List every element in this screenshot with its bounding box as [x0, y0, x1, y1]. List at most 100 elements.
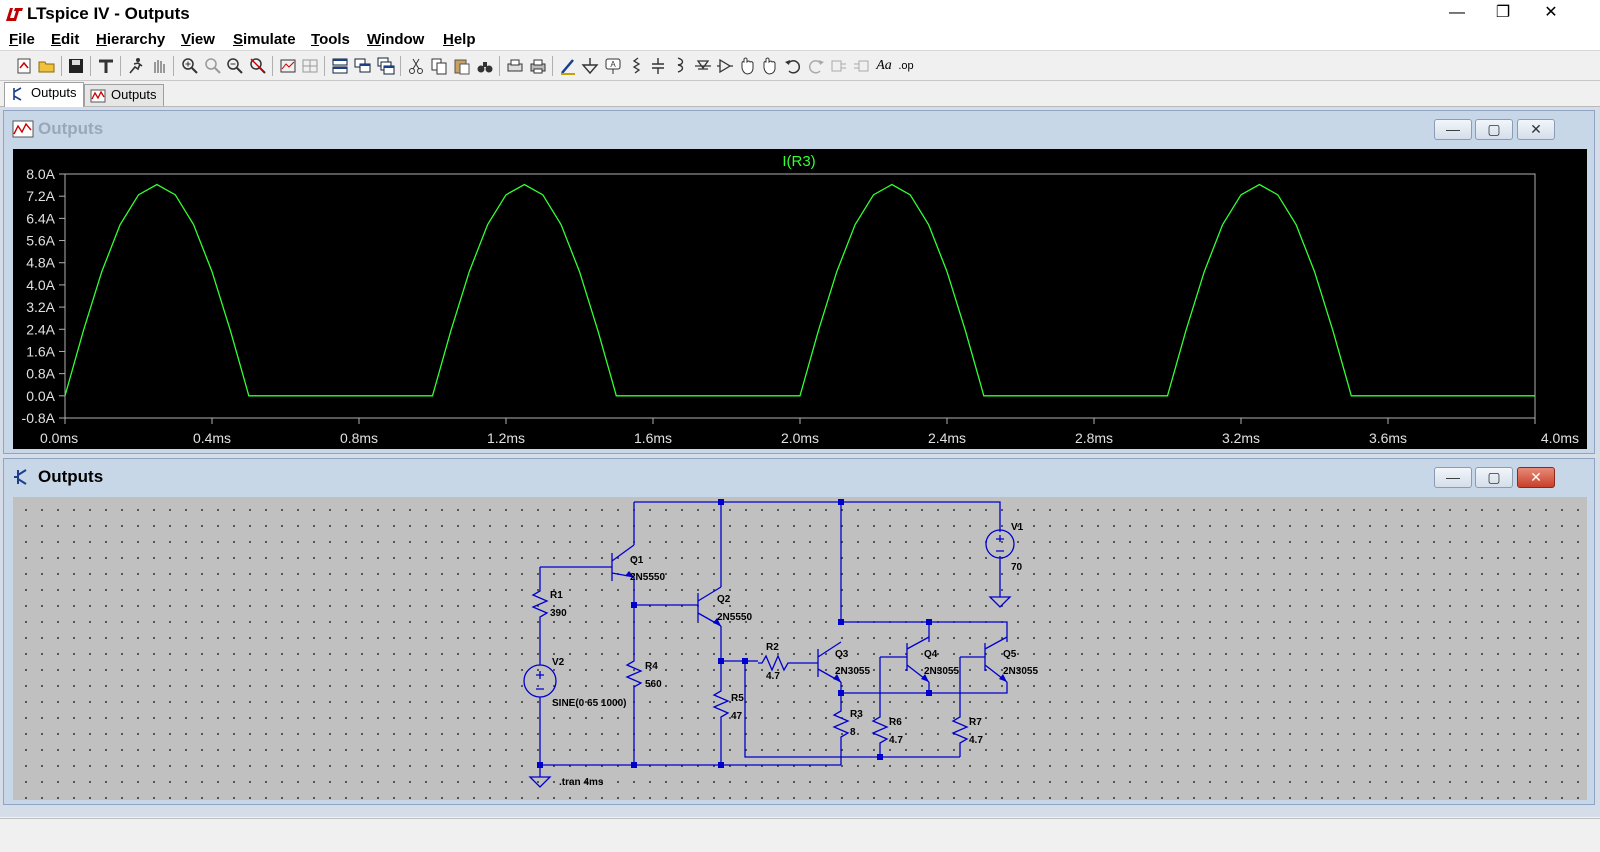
- r2-value-label: 4.7: [766, 671, 780, 682]
- y-tick-label: 7.2A: [26, 188, 55, 204]
- save-icon[interactable]: [66, 56, 86, 76]
- r7-ref-label: R7: [969, 717, 982, 728]
- trace-line-i-r3: [64, 183, 1535, 397]
- redo-icon[interactable]: [806, 56, 826, 76]
- control-panel-icon[interactable]: [96, 56, 116, 76]
- toolbar-separator: [324, 56, 325, 76]
- schematic-canvas[interactable]: Q1 2N5550 Q2 2N5550 Q3 2N3055 Q4 2N3055 …: [13, 497, 1587, 800]
- component-icon[interactable]: [715, 56, 735, 76]
- waveform-window-title: Outputs: [38, 119, 104, 138]
- capacitor-icon[interactable]: [648, 56, 668, 76]
- schematic-window-caption: Outputs — ▢ ✕: [4, 459, 1594, 491]
- drag-icon[interactable]: [760, 56, 780, 76]
- autorange-icon[interactable]: [278, 56, 298, 76]
- open-icon[interactable]: [37, 56, 57, 76]
- tab-label: Outputs: [111, 87, 157, 102]
- menu-window[interactable]: Window: [367, 31, 425, 48]
- inductor-icon[interactable]: [670, 56, 690, 76]
- x-tick-label: 4.0ms: [1541, 430, 1579, 446]
- tab-schematic-outputs[interactable]: Outputs: [4, 82, 84, 107]
- q3-value-label: 2N3055: [835, 666, 870, 677]
- run-icon[interactable]: [126, 56, 146, 76]
- menu-simulate[interactable]: Simulate: [233, 31, 296, 48]
- child-close-button[interactable]: ✕: [1517, 467, 1555, 488]
- label-net-icon[interactable]: A: [603, 56, 623, 76]
- schematic-window: Outputs — ▢ ✕: [3, 458, 1595, 805]
- child-minimize-button[interactable]: —: [1434, 119, 1472, 140]
- y-tick-label: 5.6A: [26, 233, 55, 249]
- minimize-button[interactable]: —: [1449, 4, 1465, 21]
- halt-icon[interactable]: [149, 56, 169, 76]
- q4-value-label: 2N3055: [924, 666, 959, 677]
- title-bar: LTspice IV - Outputs — ❐ ✕: [0, 0, 1600, 28]
- zoom-out-icon[interactable]: [225, 56, 245, 76]
- rotate-icon[interactable]: [829, 56, 849, 76]
- status-bar: [0, 818, 1600, 852]
- move-icon[interactable]: [738, 56, 758, 76]
- child-minimize-button[interactable]: —: [1434, 467, 1472, 488]
- v2-value-label: SINE(0 65 1000): [552, 698, 627, 709]
- r4-ref-label: R4: [645, 661, 658, 672]
- find-icon[interactable]: [475, 56, 495, 76]
- tab-waveform-outputs[interactable]: Outputs: [84, 84, 164, 106]
- r5-ref-label: R5: [731, 693, 744, 704]
- grid-icon[interactable]: [300, 56, 320, 76]
- maximize-button[interactable]: ❐: [1495, 4, 1511, 21]
- q1-ref-label: Q1: [630, 555, 644, 566]
- ground-symbols: [528, 596, 1012, 788]
- q1-value-label: 2N5550: [630, 572, 665, 583]
- mirror-icon[interactable]: [851, 56, 871, 76]
- new-schematic-icon[interactable]: [14, 56, 34, 76]
- plot-frame: [64, 173, 1536, 419]
- x-tick-label: 2.0ms: [781, 430, 819, 446]
- text-icon[interactable]: Aa: [876, 58, 892, 73]
- child-maximize-button[interactable]: ▢: [1475, 467, 1513, 488]
- q2-value-label: 2N5550: [717, 612, 752, 623]
- tile-vertical-icon[interactable]: [353, 56, 373, 76]
- y-tick-label: 2.4A: [26, 321, 55, 337]
- cut-icon[interactable]: [406, 56, 426, 76]
- copy-icon[interactable]: [429, 56, 449, 76]
- wires: [539, 501, 1008, 777]
- draw-wire-icon[interactable]: [558, 56, 578, 76]
- zoom-fit-icon[interactable]: [248, 56, 268, 76]
- y-tick-label: 4.8A: [26, 255, 55, 271]
- r2-ref-label: R2: [766, 642, 779, 653]
- spice-directive-icon[interactable]: .op: [898, 60, 914, 72]
- menu-file[interactable]: File: [9, 31, 35, 48]
- y-tick-label: 1.6A: [26, 343, 55, 359]
- x-tick-label: 2.4ms: [928, 430, 966, 446]
- undo-icon[interactable]: [783, 56, 803, 76]
- print-preview-icon[interactable]: [505, 56, 525, 76]
- schematic-icon: [14, 469, 27, 485]
- menu-help[interactable]: Help: [443, 31, 476, 48]
- q5-value-label: 2N3055: [1003, 666, 1038, 677]
- pan-icon[interactable]: [203, 56, 223, 76]
- paste-icon[interactable]: [452, 56, 472, 76]
- resistor-icon[interactable]: [626, 56, 646, 76]
- close-button[interactable]: ✕: [1544, 4, 1558, 21]
- diode-icon[interactable]: [693, 56, 713, 76]
- v1-value-label: 70: [1011, 562, 1023, 573]
- cascade-icon[interactable]: [376, 56, 396, 76]
- child-maximize-button[interactable]: ▢: [1475, 119, 1513, 140]
- waveform-icon: [90, 89, 106, 103]
- v1-ref-label: V1: [1011, 522, 1024, 533]
- print-icon[interactable]: [528, 56, 548, 76]
- q3-ref-label: Q3: [835, 649, 849, 660]
- menu-view[interactable]: View: [181, 31, 215, 48]
- q2-ref-label: Q2: [717, 594, 731, 605]
- tile-horizontal-icon[interactable]: [330, 56, 350, 76]
- ground-icon[interactable]: [580, 56, 600, 76]
- x-tick-label: 0.0ms: [40, 430, 78, 446]
- r1-ref-label: R1: [550, 590, 563, 601]
- menu-edit[interactable]: Edit: [51, 31, 80, 48]
- menu-tools[interactable]: Tools: [311, 31, 350, 48]
- trace-label[interactable]: I(R3): [782, 153, 815, 170]
- schematic-svg: Q1 2N5550 Q2 2N5550 Q3 2N3055 Q4 2N3055 …: [523, 499, 1038, 788]
- zoom-in-icon[interactable]: [180, 56, 200, 76]
- y-tick-label: 3.2A: [26, 299, 55, 315]
- child-close-button[interactable]: ✕: [1517, 119, 1555, 140]
- menu-hierarchy[interactable]: Hierarchy: [96, 31, 166, 48]
